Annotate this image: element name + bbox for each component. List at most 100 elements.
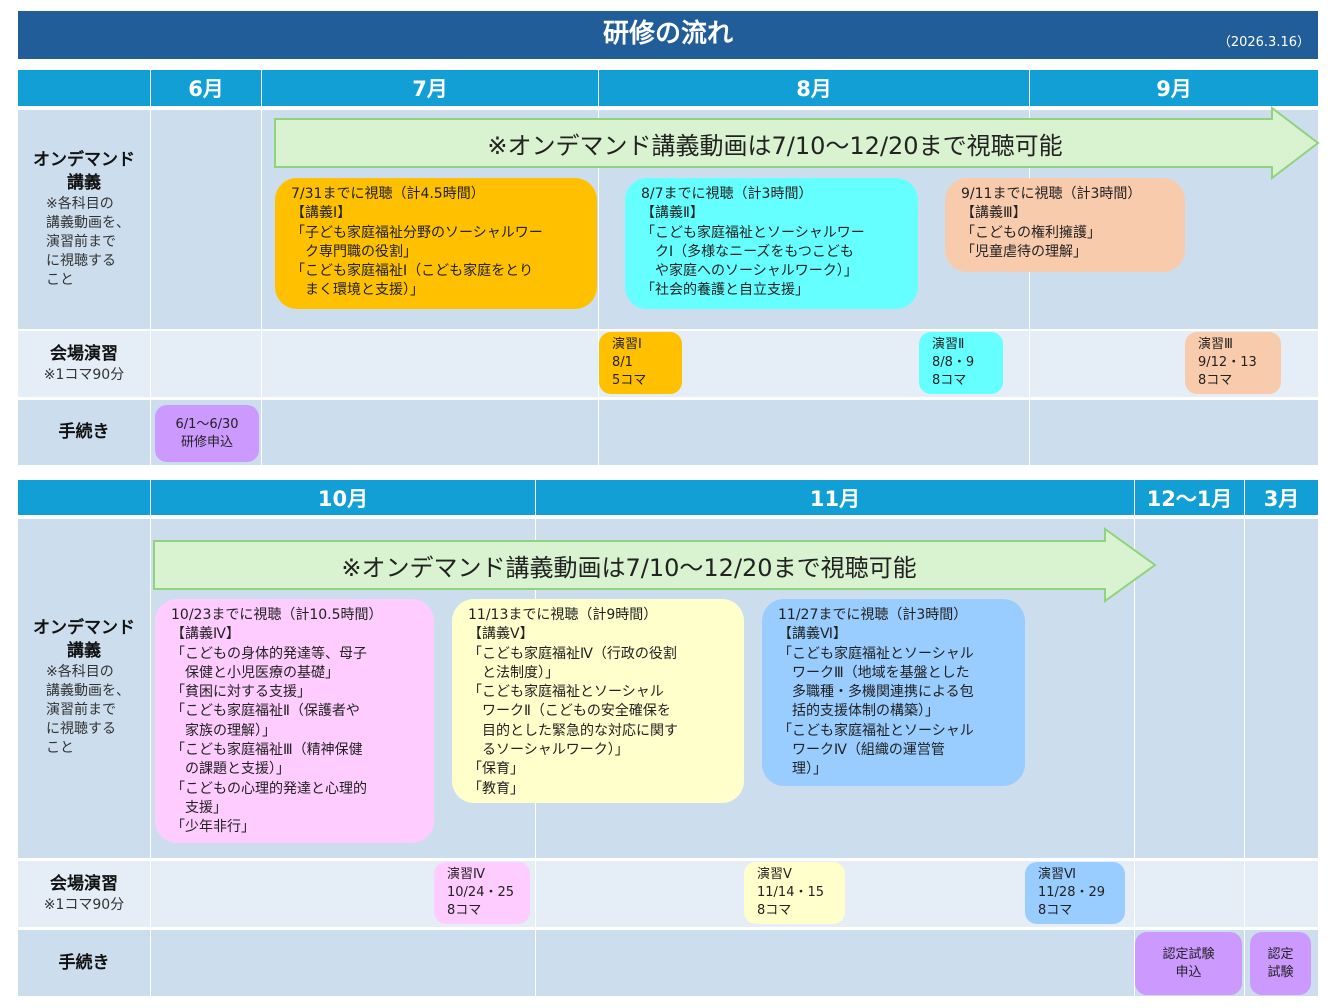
exercise-card-2: 演習Ⅱ 8/8・9 8コマ: [919, 332, 1003, 394]
exercise-name: 演習Ⅴ: [757, 867, 792, 882]
procedure-line: 申込: [1175, 964, 1202, 980]
lecture-line: 「こども家庭福祉とソーシャルワー: [641, 224, 865, 241]
lecture-line: 「貧困に対する支援」: [171, 684, 311, 701]
row-label-ondemand-title2: 講義: [67, 641, 101, 661]
lecture-line: 支援」: [185, 799, 227, 816]
lecture-card-6: 11/27までに視聴（計3時間） 【講義Ⅵ】 「こども家庭福祉とソーシャル ワー…: [762, 599, 1025, 786]
exercise-card-1: 演習Ⅰ 8/1 5コマ: [599, 332, 682, 394]
lecture-line: と法制度）」: [482, 664, 559, 681]
title-bar: 研修の流れ （2026.3.16）: [18, 11, 1318, 59]
row-label-procedure-title: 手続き: [58, 952, 110, 973]
lecture-name: 【講義Ⅰ】: [291, 205, 352, 222]
exercise-slots: 8コマ: [932, 373, 967, 388]
exercise-date: 8/8・9: [932, 355, 975, 370]
month-header-nov: 11月: [536, 480, 1134, 515]
lecture-line: 「こども家庭福祉とソーシャル: [778, 722, 974, 739]
lecture-line: 「こどもの心理的発達と心理的: [171, 780, 367, 797]
exercise-name: 演習Ⅲ: [1198, 337, 1233, 352]
exercise-date: 11/14・15: [757, 885, 825, 900]
lecture-line: 目的とした緊急的な対応に関す: [482, 722, 678, 739]
note-line: ※各科目の: [46, 664, 114, 680]
lecture-line: ワークⅡ（こどもの安全確保を: [482, 703, 671, 720]
grid-cell: [1135, 519, 1244, 858]
lecture-deadline: 11/27までに視聴（計3時間）: [778, 607, 968, 623]
procedure-line: 認定試験: [1162, 946, 1215, 962]
grid-cell: [262, 331, 598, 397]
availability-arrow: [274, 106, 1320, 180]
grid-cell: [1245, 861, 1318, 927]
row-label-ondemand-title2: 講義: [67, 173, 101, 193]
row-label-ondemand: オンデマンド 講義 ※各科目の 講義動画を、 演習前まで に視聴する こと: [18, 110, 150, 329]
lecture-name: 【講義Ⅳ】: [171, 626, 240, 643]
note-line: に視聴する: [46, 253, 116, 269]
row-label-ondemand: オンデマンド 講義 ※各科目の 講義動画を、 演習前まで に視聴する こと: [18, 519, 150, 858]
availability-arrow-text: ※オンデマンド講義動画は7/10〜12/20まで視聴可能: [341, 553, 917, 582]
header-corner-cell: [18, 70, 150, 106]
lecture-line: ワークⅣ（組織の運営管: [792, 742, 945, 759]
grid-cell: [1030, 400, 1318, 465]
exercise-name: 演習Ⅱ: [932, 337, 965, 352]
exercise-card-5: 演習Ⅴ 11/14・15 8コマ: [744, 862, 845, 924]
note-line: こと: [46, 740, 74, 756]
exercise-slots: 8コマ: [1038, 903, 1073, 918]
lecture-line: 多職種・多機関連携による包: [792, 684, 974, 701]
availability-arrow-text: ※オンデマンド講義動画は7/10〜12/20まで視聴可能: [487, 131, 1063, 160]
lecture-line: や家庭へのソーシャルワーク）」: [655, 263, 858, 280]
exercise-card-6: 演習Ⅵ 11/28・29 8コマ: [1025, 862, 1125, 924]
lecture-name: 【講義Ⅱ】: [641, 205, 704, 222]
note-line: 演習前まで: [46, 702, 116, 718]
procedure-card-exam: 認定 試験: [1250, 932, 1311, 995]
lecture-line: 「保育」: [468, 761, 524, 778]
exercise-date: 11/28・29: [1038, 885, 1106, 900]
procedure-line: 6/1〜6/30: [175, 416, 239, 432]
lecture-card-1: 7/31までに視聴（計4.5時間） 【講義Ⅰ】 「子ども家庭福祉分野のソーシャル…: [275, 178, 597, 309]
row-label-ondemand-note: ※各科目の 講義動画を、 演習前まで に視聴する こと: [46, 663, 150, 758]
lecture-deadline: 11/13までに視聴（計9時間）: [468, 607, 658, 623]
row-label-venue-note: ※1コマ90分: [43, 897, 125, 913]
lecture-line: 「こどもの権利擁護」: [961, 224, 1101, 241]
row-label-ondemand-title: オンデマンド: [33, 150, 135, 170]
grid-cell: [1245, 519, 1318, 858]
exercise-slots: 8コマ: [447, 903, 482, 918]
row-label-venue-title: 会場演習: [50, 344, 118, 364]
note-line: 講義動画を、: [46, 683, 130, 699]
grid-cell: [151, 331, 261, 397]
exercise-date: 10/24・25: [447, 885, 515, 900]
row-label-venue: 会場演習 ※1コマ90分: [18, 861, 150, 927]
exercise-slots: 5コマ: [612, 373, 647, 388]
exercise-card-3: 演習Ⅲ 9/12・13 8コマ: [1185, 332, 1281, 394]
lecture-deadline: 10/23までに視聴（計10.5時間）: [171, 607, 383, 623]
lecture-line: 保健と小児医療の基礎」: [185, 664, 339, 681]
revision-date: （2026.3.16）: [1217, 35, 1310, 50]
lecture-name: 【講義Ⅵ】: [778, 626, 847, 643]
lecture-line: 括的支援体制の構築）」: [792, 703, 939, 720]
lecture-line: 「児童虐待の理解」: [961, 243, 1087, 260]
lecture-line: 「少年非行」: [171, 819, 255, 836]
lecture-line: 「教育」: [468, 780, 524, 797]
procedure-line: 試験: [1267, 964, 1294, 980]
lecture-line: 「こども家庭福祉Ⅱ（保護者や: [171, 703, 360, 720]
month-header-sep: 9月: [1030, 70, 1318, 106]
lecture-line: まく環境と支援）」: [305, 282, 424, 299]
exercise-slots: 8コマ: [1198, 373, 1233, 388]
row-label-procedure-title: 手続き: [58, 422, 110, 442]
row-label-venue-title: 会場演習: [50, 874, 118, 894]
exercise-date: 9/12・13: [1198, 355, 1257, 370]
exercise-card-4: 演習Ⅳ 10/24・25 8コマ: [434, 862, 530, 924]
note-line: 演習前まで: [46, 234, 116, 250]
lecture-line: ワークⅢ（地域を基盤とした: [792, 664, 970, 681]
exercise-date: 8/1: [612, 355, 633, 370]
lecture-line: 「こども家庭福祉Ⅳ（行政の役割: [468, 645, 677, 662]
grid-cell: [536, 930, 1134, 996]
lecture-deadline: 8/7までに視聴（計3時間）: [641, 186, 813, 202]
lecture-line: クⅠ（多様なニーズをもつこども: [655, 243, 854, 260]
exercise-name: 演習Ⅰ: [612, 337, 642, 352]
grid-cell: [262, 400, 598, 465]
row-label-procedure: 手続き: [18, 400, 150, 465]
lecture-line: 「子ども家庭福祉分野のソーシャルワー: [291, 224, 543, 241]
month-header-jul: 7月: [262, 70, 598, 106]
month-header-oct: 10月: [151, 480, 535, 515]
note-line: 講義動画を、: [46, 215, 130, 231]
lecture-line: 「社会的養護と自立支援」: [641, 282, 809, 299]
procedure-card-application: 6/1〜6/30 研修申込: [155, 405, 259, 462]
